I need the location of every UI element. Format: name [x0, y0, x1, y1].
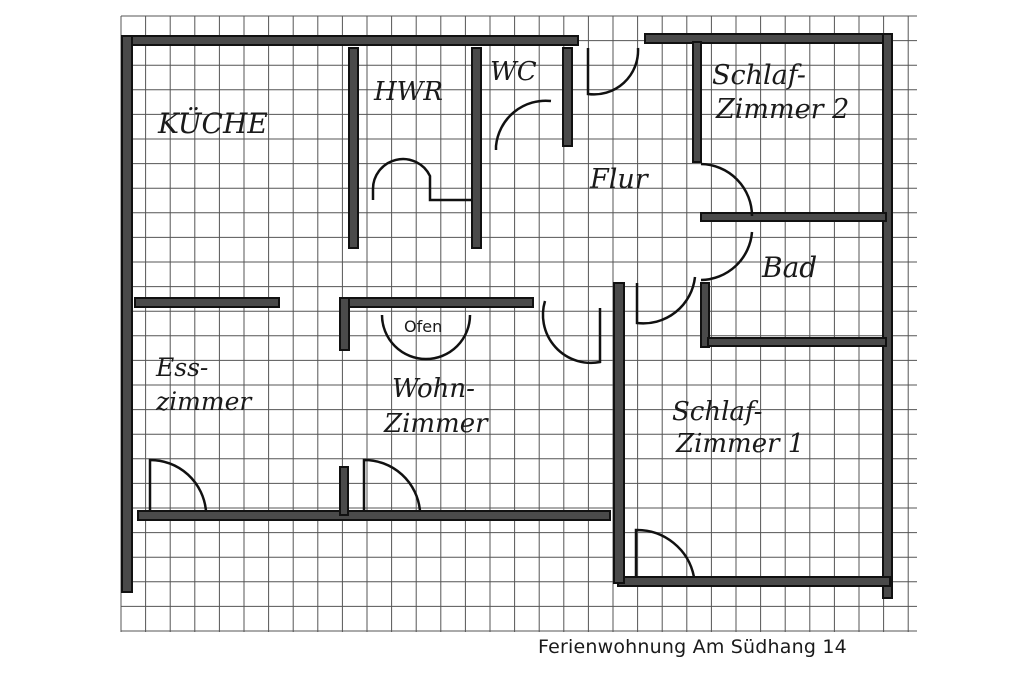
wall-top-right [644, 33, 893, 44]
room-labels: KÜCHE HWR WC Schlaf- Zimmer 2 Flur Bad E… [155, 57, 849, 459]
room-label-wc: WC [490, 57, 537, 87]
room-label-wohnzimmer-line2: Zimmer [383, 409, 489, 439]
interior-walls [134, 41, 887, 584]
room-label-bad: Bad [761, 251, 817, 284]
wall-bedroom2-bad [700, 212, 887, 222]
wall-bedroom2-left [692, 41, 702, 163]
plan-caption: Ferienwohnung Am Südhang 14 [538, 636, 847, 658]
wall-stove-stub [339, 297, 350, 351]
stove-outline [380, 314, 472, 361]
room-label-kueche: KÜCHE [157, 106, 268, 140]
room-label-schlafzimmer1-line2: Zimmer 1 [675, 429, 804, 459]
wall-hwr-wc [471, 47, 482, 249]
graph-paper-grid [120, 15, 917, 632]
door-hwr [371, 157, 472, 202]
room-label-schlafzimmer2-line1: Schlaf- [712, 60, 806, 91]
door-living-flur [541, 300, 602, 365]
wall-right [882, 33, 893, 599]
door-bad [700, 231, 754, 282]
wall-bottom-bedroom1 [617, 576, 891, 587]
wall-bad-left [700, 282, 710, 348]
wall-living-top [339, 297, 534, 308]
room-label-schlafzimmer2-line2: Zimmer 2 [715, 94, 849, 125]
room-label-flur: Flur [589, 164, 650, 195]
wall-bad-bottom [707, 337, 887, 347]
wall-kitchen-hwr [348, 47, 359, 249]
door-bedroom2 [700, 162, 754, 217]
stove-label: Ofen [404, 317, 442, 336]
wall-kitchen-dining [134, 297, 280, 308]
door-living-exit [362, 458, 422, 512]
wall-top-left [121, 35, 579, 46]
door-dining-exit [148, 458, 208, 512]
room-label-schlafzimmer1-line1: Schlaf- [672, 397, 762, 427]
door-wc [494, 99, 552, 150]
wall-wc-flur [562, 47, 573, 147]
wall-dining-living-stub [339, 466, 349, 516]
door-bedroom1-exit [634, 528, 696, 578]
room-label-esszimmer-line1: Ess- [155, 353, 208, 382]
room-label-wohnzimmer-line1: Wohn- [392, 374, 475, 404]
exterior-walls [121, 33, 893, 599]
room-label-hwr: HWR [373, 77, 443, 107]
doors [148, 47, 754, 578]
wall-bottom-living [137, 510, 611, 521]
wall-bedroom1-left [613, 282, 625, 584]
door-flur-entry [586, 47, 640, 96]
room-label-esszimmer-line2: zimmer [155, 387, 253, 416]
wall-left [121, 35, 133, 593]
door-bedroom1 [635, 276, 697, 325]
